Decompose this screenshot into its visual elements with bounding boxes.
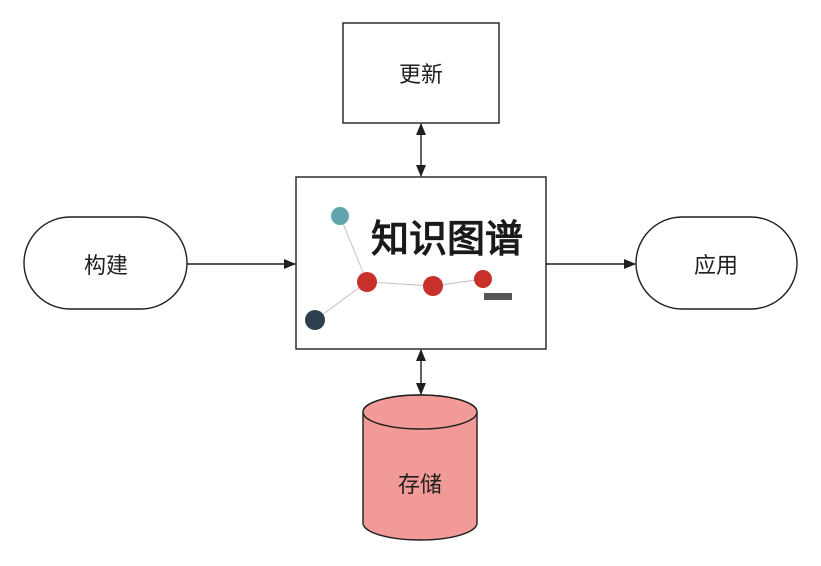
knowledge-graph-illustration — [305, 207, 512, 330]
build-box — [23, 216, 188, 310]
graph-tag — [484, 293, 512, 300]
graph-node-red — [423, 276, 443, 296]
storage-label: 存储 — [398, 473, 442, 498]
update-label: 更新 — [399, 63, 443, 88]
center-title: 知识图谱 — [371, 217, 523, 261]
update-box — [342, 22, 500, 124]
graph-edge — [314, 281, 368, 321]
apply-box — [635, 216, 798, 310]
graph-node-teal — [331, 207, 349, 225]
graph-node-dark — [305, 310, 325, 330]
storage-cylinder-top — [362, 394, 478, 430]
graph-edge — [339, 215, 368, 283]
apply-label: 应用 — [694, 254, 738, 279]
apply-node: 应用 — [635, 216, 798, 310]
build-node: 构建 — [23, 216, 188, 310]
graph-node-red — [357, 272, 377, 292]
graph-node-red — [474, 270, 492, 288]
update-node: 更新 — [342, 22, 500, 124]
center-node: 知识图谱 — [295, 176, 547, 350]
storage-node: 存储 — [362, 394, 478, 541]
build-label: 构建 — [84, 254, 128, 279]
graph-edge — [366, 281, 434, 287]
center-box — [295, 176, 547, 350]
